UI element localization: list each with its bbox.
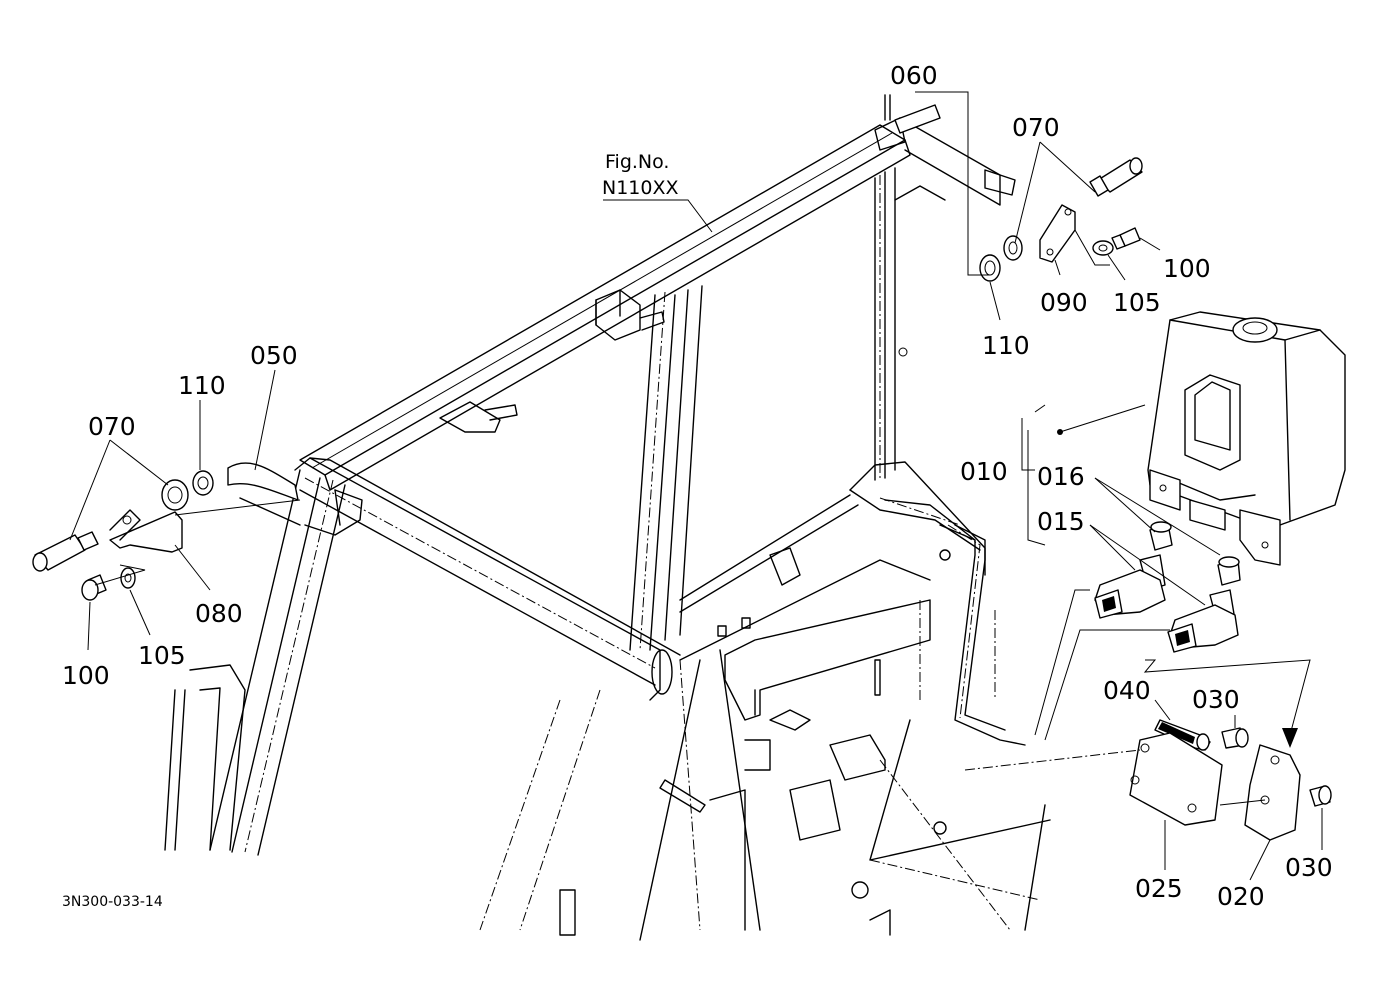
label-070-right: 070 bbox=[1012, 113, 1060, 142]
label-105-left: 105 bbox=[138, 641, 186, 670]
label-016: 016 bbox=[1037, 462, 1085, 491]
label-030-top: 030 bbox=[1192, 685, 1240, 714]
label-010: 010 bbox=[960, 457, 1008, 486]
label-070-left: 070 bbox=[88, 412, 136, 441]
label-015: 015 bbox=[1037, 507, 1085, 536]
label-105-right: 105 bbox=[1113, 288, 1161, 317]
label-060: 060 bbox=[890, 61, 938, 90]
leader-lines bbox=[69, 91, 1323, 881]
cab-frame bbox=[164, 117, 1051, 941]
pumps-015-016 bbox=[1094, 521, 1241, 653]
label-080: 080 bbox=[195, 599, 243, 628]
label-110-right: 110 bbox=[982, 331, 1030, 360]
label-100-right: 100 bbox=[1163, 254, 1211, 283]
label-030-bottom: 030 bbox=[1285, 853, 1333, 882]
figure-ref-line2: N110XX bbox=[602, 177, 679, 199]
label-100-left: 100 bbox=[62, 661, 110, 690]
part-060-hose bbox=[884, 94, 941, 134]
left-parts bbox=[32, 462, 301, 601]
label-025: 025 bbox=[1135, 874, 1183, 903]
labels: Fig.No. N110XX 060 070 100 105 090 110 0… bbox=[62, 61, 1333, 911]
label-020: 020 bbox=[1217, 882, 1265, 911]
label-110-left: 110 bbox=[178, 371, 226, 400]
label-050: 050 bbox=[250, 341, 298, 370]
label-040: 040 bbox=[1103, 676, 1151, 705]
figure-ref-line1: Fig.No. bbox=[605, 151, 669, 173]
washer-tank-010 bbox=[1147, 311, 1346, 566]
top-right-parts bbox=[979, 157, 1143, 282]
figure-code: 3N300-033-14 bbox=[62, 894, 163, 910]
label-090: 090 bbox=[1040, 288, 1088, 317]
bottom-right-parts bbox=[1129, 719, 1332, 841]
